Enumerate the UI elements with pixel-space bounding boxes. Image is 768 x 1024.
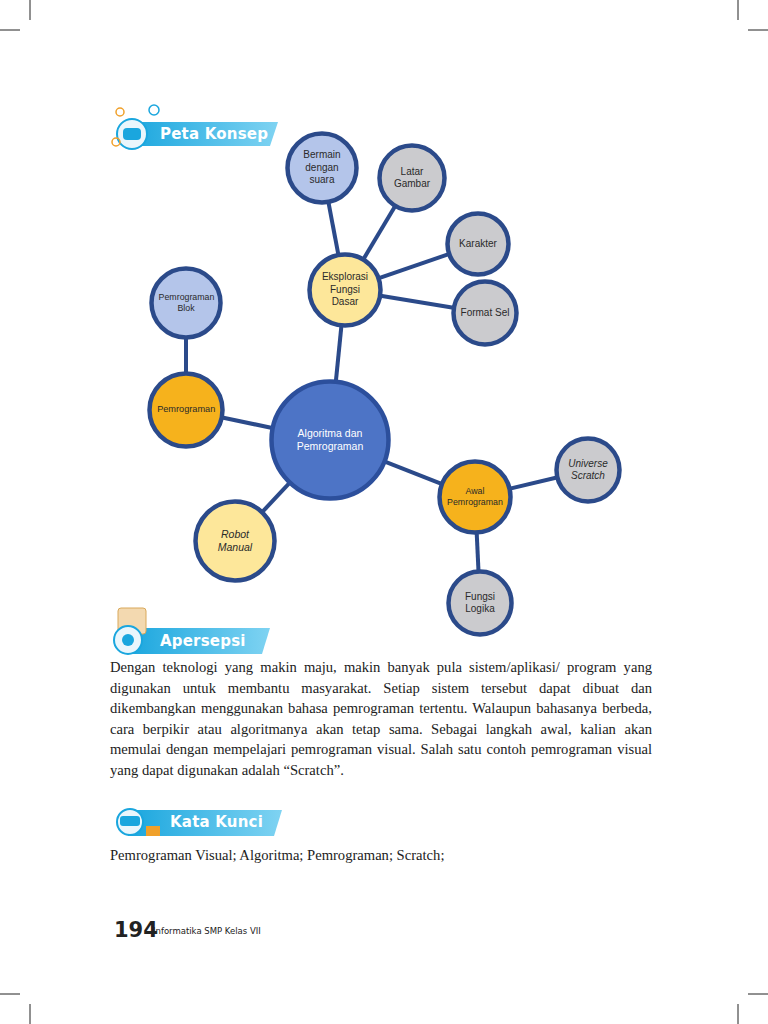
concept-label: Awal Pemrograman [447,486,503,508]
banner-kata-kunci [117,809,282,836]
concept-circle: Latar Gambar [377,143,447,213]
concept-circle: Robot Manual [193,499,277,583]
connector-line [336,326,342,381]
connector-line [385,462,442,484]
concept-circle: Algoritma dan Pemrograman [269,379,391,501]
concept-circle: Universe Scratch [554,436,622,504]
connector-line [363,206,395,259]
concept-circle: Pemrograman [147,371,225,449]
concept-label: Algoritma dan Pemrograman [285,427,375,453]
banner-apersepsi [114,608,270,654]
concept-label: Pemrograman [157,404,215,416]
concept-circle: Awal Pemrograman [437,459,513,535]
connector-line [510,477,557,488]
connector-line [222,418,272,428]
concept-circle: Pemrograman Blok [149,266,223,340]
banner-peta-konsep [112,105,278,149]
footer-title: Informatika SMP Kelas VII [153,926,261,936]
connector-line [262,483,289,512]
keywords-text: Pemrograman Visual; Algoritma; Pemrogram… [110,845,652,866]
connector-line [186,338,187,373]
connector-line [328,202,338,254]
concept-label: Format Sel [460,307,510,320]
connector-line [379,254,449,278]
concept-label: Bermain dengan suara [295,149,350,187]
concept-label: Latar Gambar [386,166,438,191]
section-banner-title: Peta Konsep [160,125,268,143]
concept-label: Pemrograman Blok [159,292,214,314]
concept-label: Universe Scratch [563,458,613,483]
page-number: 194 [114,918,158,942]
section-banner-title: Apersepsi [160,632,246,650]
concept-circle: Fungsi Logika [446,569,514,637]
concept-circle: Bermain dengan suara [285,131,359,205]
concept-circle: Karakter [445,211,511,277]
concept-circle: Eksplorasi Fungsi Dasar [307,252,383,328]
concept-label: Robot Manual [204,528,266,554]
section-banner-title: Kata Kunci [170,813,263,831]
paragraph-text: Dengan teknologi yang makin maju, makin … [110,657,652,781]
concept-label: Eksplorasi Fungsi Dasar [317,271,373,309]
concept-circle: Format Sel [451,279,519,347]
connector-line [477,533,479,571]
connector-line [381,296,454,308]
concept-label: Fungsi Logika [455,591,505,616]
concept-label: Karakter [454,238,503,251]
